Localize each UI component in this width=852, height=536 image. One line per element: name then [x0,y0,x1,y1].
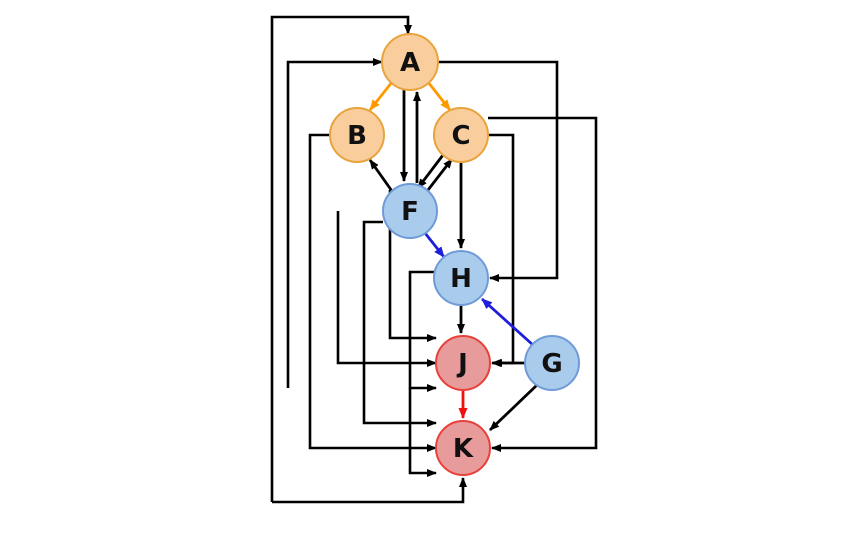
node-F[interactable]: F [382,183,438,239]
edge-f-to-c [426,158,454,191]
node-K[interactable]: K [435,420,491,476]
edge-ortho-c-to-j [488,133,515,367]
node-H[interactable]: H [433,250,489,306]
edge-f-to-b [368,159,396,195]
edge-ortho-into-a-top [270,15,412,502]
edge-g-to-h [481,297,534,347]
node-group: A B C F H G [329,33,580,476]
node-B-circle[interactable] [329,107,385,163]
edge-ortho-h-to-k [408,388,437,477]
node-K-label: K [453,434,474,464]
edge-ortho-b-to-k [308,133,437,452]
node-F-circle[interactable] [382,183,438,239]
edge-a-to-b [368,81,394,111]
node-A[interactable]: A [381,33,439,91]
node-C[interactable]: C [433,107,489,163]
node-K-circle[interactable] [435,420,491,476]
node-A-circle[interactable] [381,33,439,91]
edge-g-to-k [489,383,538,432]
edge-ortho-into-j-mid [336,211,437,367]
edge-f-to-h [423,232,446,258]
node-G-label: G [541,349,562,379]
node-G-circle[interactable] [524,335,580,391]
node-J[interactable]: J [435,335,491,391]
edge-a-to-c [426,81,452,111]
direct-edge-group [368,81,538,432]
edge-ortho-c-to-k [488,116,598,452]
node-A-label: A [400,48,420,78]
node-C-circle[interactable] [433,107,489,163]
edge-c-to-f [416,154,445,189]
node-B-label: B [347,121,367,151]
edge-ortho-a-to-h [438,60,559,282]
node-H-circle[interactable] [433,250,489,306]
node-F-label: F [401,197,419,227]
edge-ortho-h-to-j-lower [408,270,437,392]
node-H-label: H [450,264,472,294]
edge-ortho-into-j-upper [388,190,437,342]
node-B[interactable]: B [329,107,385,163]
node-G[interactable]: G [524,335,580,391]
edge-ortho-into-a-left [286,58,383,388]
node-J-label: J [456,349,468,379]
node-C-label: C [451,121,470,151]
edge-ortho-into-k-bottom [272,477,467,504]
node-J-circle[interactable] [435,335,491,391]
edge-ortho-f-to-k [362,220,437,427]
